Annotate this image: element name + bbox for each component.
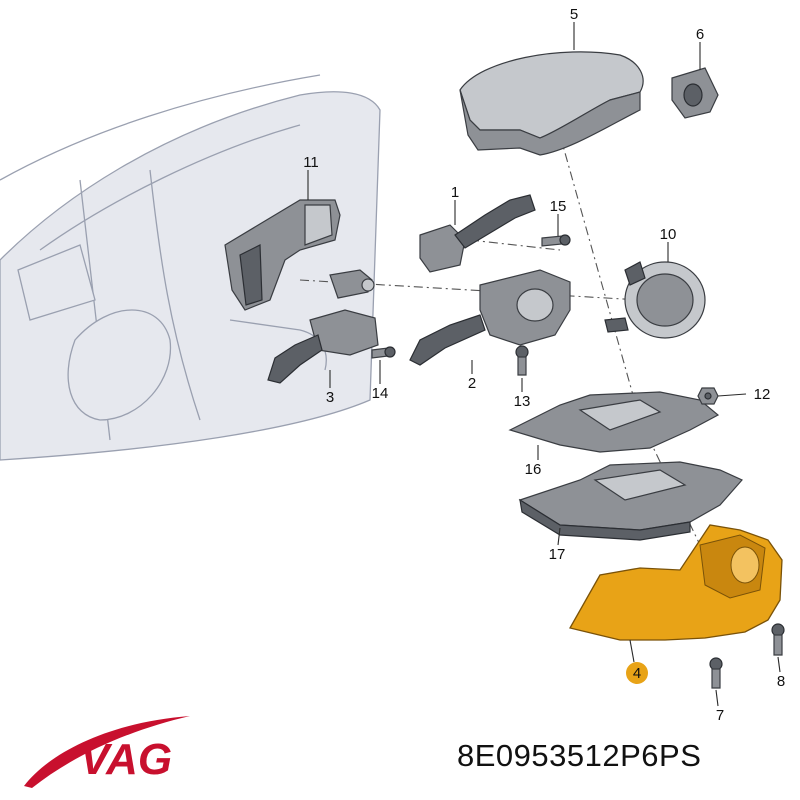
- logo-text: VAG: [80, 735, 172, 784]
- turn-signal-stalk-part-2: [409, 269, 571, 366]
- nut-part-12: [697, 387, 719, 405]
- bolt-part-15: [541, 234, 571, 247]
- callout-8: 8: [777, 673, 785, 690]
- lower-panel-part-16: [508, 391, 720, 453]
- upper-column-cover-part-5: [459, 51, 644, 156]
- callout-labels: 5 6 11 1 15 10 3 14 2 13 12 16 17 4 7 8: [303, 6, 785, 724]
- callout-4-badge: [626, 662, 648, 684]
- bolt-part-13: [515, 345, 529, 376]
- callout-4: 4: [633, 665, 641, 682]
- ignition-switch: [329, 269, 375, 299]
- callout-12: 12: [754, 386, 771, 403]
- bolt-part-7: [709, 657, 723, 689]
- callout-17: 17: [549, 546, 566, 563]
- callout-1: 1: [451, 184, 459, 201]
- wiper-stalk-part-1: [419, 194, 536, 273]
- dashboard-outline: [0, 74, 381, 461]
- callout-3: 3: [326, 389, 334, 406]
- callout-5: 5: [570, 6, 578, 23]
- logo-swoosh-icon: [24, 716, 190, 788]
- stalk-part-3: [267, 309, 379, 384]
- lower-column-cover-part-4: [569, 524, 783, 641]
- callout-2: 2: [468, 375, 476, 392]
- callout-10: 10: [660, 226, 677, 243]
- leader-lines: [307, 22, 781, 707]
- control-module-part-11: [224, 199, 341, 311]
- callout-15: 15: [550, 198, 567, 215]
- bolt-part-8: [771, 623, 785, 656]
- callout-6: 6: [696, 26, 704, 43]
- callout-16: 16: [525, 461, 542, 478]
- callout-7: 7: [716, 707, 724, 724]
- part-number: 8E0953512P6PS: [457, 738, 702, 773]
- ignition-bezel-part-6: [671, 67, 719, 119]
- lower-panel-part-17: [518, 461, 743, 541]
- bolt-part-14: [371, 346, 396, 359]
- clock-spring-part-10: [604, 261, 706, 339]
- callout-11: 11: [303, 154, 319, 171]
- callout-13: 13: [514, 393, 531, 410]
- callout-14: 14: [372, 385, 389, 402]
- vag-logo: VAG: [24, 716, 190, 788]
